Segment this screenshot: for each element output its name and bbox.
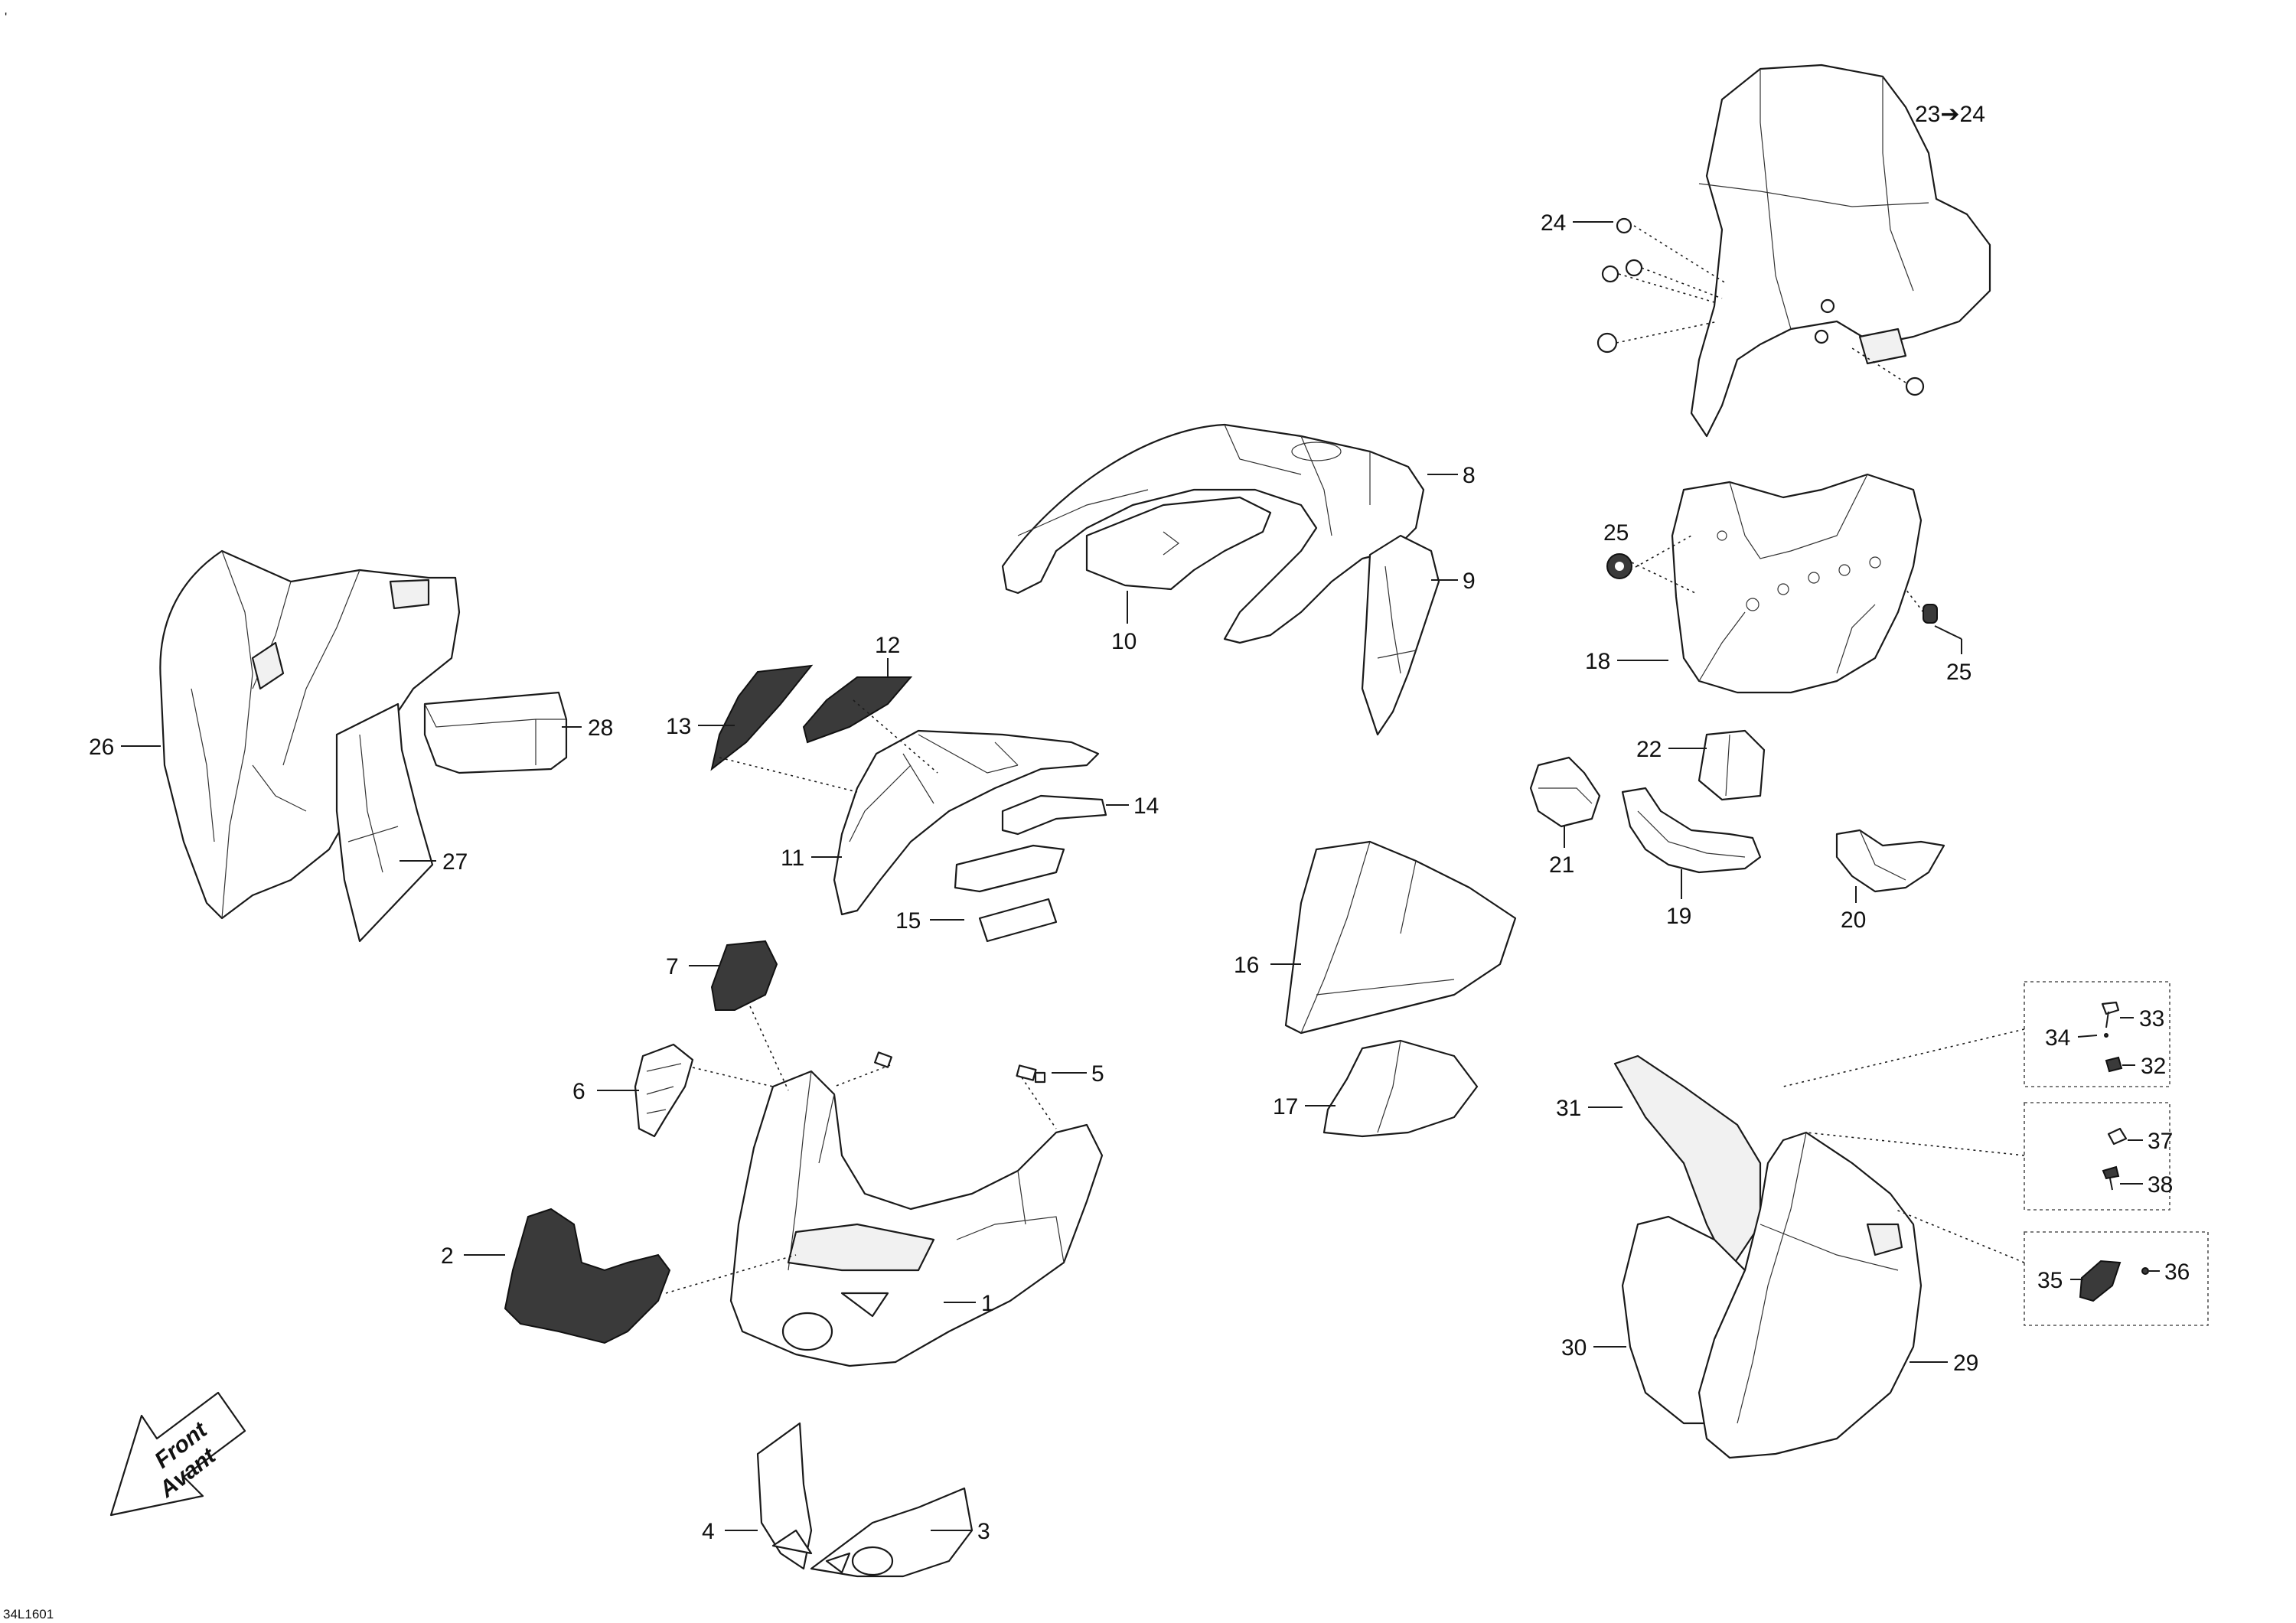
part-1-front-nose-panel — [729, 1070, 1104, 1367]
callout-6: 6 — [572, 1079, 585, 1104]
part-13-mesh-vent — [710, 664, 814, 771]
callout-8: 8 — [1463, 463, 1476, 488]
part-11-upper-front-panel — [833, 729, 1100, 916]
callout-7: 7 — [666, 954, 679, 979]
leader-lines — [121, 221, 2160, 1531]
front-arrow: Front Avant — [109, 1391, 246, 1517]
part-24-screws — [1596, 217, 1925, 396]
callout-9: 9 — [1463, 569, 1476, 594]
callout-33: 33 — [2139, 1006, 2164, 1031]
part-22-foam-block — [1698, 729, 1766, 801]
callout-30: 30 — [1561, 1335, 1587, 1361]
callout-26: 26 — [89, 735, 114, 760]
part-21-small-cover — [1529, 756, 1601, 828]
part-27-side-inner-panel — [335, 702, 434, 943]
callout-18: 18 — [1585, 649, 1610, 674]
callout-31: 31 — [1556, 1096, 1581, 1121]
part-3-lower-trim-right — [810, 1487, 974, 1578]
callout-4: 4 — [702, 1519, 715, 1544]
callout-24: 24 — [1541, 210, 1566, 236]
callout-15: 15 — [895, 908, 921, 934]
part-19-curved-strip — [1621, 787, 1762, 874]
callout-16: 16 — [1234, 953, 1259, 978]
part-5-clip — [874, 1051, 1046, 1084]
callout-22: 22 — [1636, 737, 1662, 762]
part-15-foam-bar — [954, 844, 1065, 943]
hardware-kit-box-1 — [2024, 981, 2170, 1087]
callout-19: 19 — [1666, 904, 1691, 929]
part-8-upper-hood — [1001, 423, 1425, 644]
callout-38: 38 — [2148, 1172, 2173, 1198]
callout-27: 27 — [442, 849, 468, 875]
callout-5: 5 — [1091, 1061, 1104, 1087]
part-12-mesh-vent — [802, 676, 913, 744]
part-29-lower-side-panel — [1698, 1131, 1923, 1459]
part-23-windshield — [1690, 64, 1991, 438]
callout-17: 17 — [1273, 1094, 1298, 1119]
callout-11: 11 — [781, 846, 804, 871]
callout-29: 29 — [1953, 1351, 1978, 1376]
callout-2: 2 — [441, 1243, 454, 1269]
callout-23: 23➔24 — [1915, 102, 1985, 127]
callouts: 1 2 3 4 5 6 7 8 9 10 11 12 13 14 15 16 1… — [89, 102, 2190, 1544]
hardware-kit-box-3 — [2024, 1231, 2209, 1326]
callout-36: 36 — [2164, 1260, 2190, 1285]
hardware-kit-box-2 — [2024, 1102, 2170, 1211]
callout-25a: 25 — [1603, 520, 1629, 546]
callout-13: 13 — [666, 714, 691, 739]
part-26-side-panel — [159, 549, 461, 920]
part-14-foam-strip — [1001, 794, 1107, 836]
callout-37: 37 — [2148, 1129, 2173, 1154]
part-2-lower-grille — [504, 1207, 671, 1344]
part-9-side-deflector — [1361, 534, 1440, 736]
part-17-lower-shroud — [1322, 1039, 1479, 1138]
callout-12: 12 — [875, 633, 900, 658]
callout-28: 28 — [588, 715, 613, 741]
part-20-corner-cover — [1835, 829, 1945, 893]
part-28-foam-block — [423, 691, 568, 774]
assembly-lines — [665, 225, 2025, 1294]
part-18-dash-housing — [1671, 473, 1923, 694]
callout-1: 1 — [981, 1291, 994, 1316]
callout-32: 32 — [2141, 1054, 2166, 1079]
part-16-side-shroud — [1284, 840, 1517, 1035]
part-25-grommet — [1606, 553, 1938, 624]
callout-34: 34 — [2045, 1025, 2070, 1051]
callout-21: 21 — [1549, 852, 1574, 878]
part-10-hood-inner-panel — [1085, 496, 1272, 591]
part-7-small-mesh-vent — [710, 940, 778, 1011]
part-4-lower-trim-left — [756, 1422, 813, 1570]
callout-14: 14 — [1133, 794, 1159, 819]
part-6-bracket — [634, 1043, 694, 1138]
callout-25b: 25 — [1946, 660, 1971, 685]
callout-35: 35 — [2037, 1268, 2063, 1293]
drawing-code: 34L1601 — [3, 1607, 54, 1621]
callout-20: 20 — [1841, 908, 1866, 933]
callout-10: 10 — [1111, 629, 1137, 654]
corner-mark: ' — [5, 10, 7, 24]
callout-3: 3 — [977, 1519, 990, 1544]
